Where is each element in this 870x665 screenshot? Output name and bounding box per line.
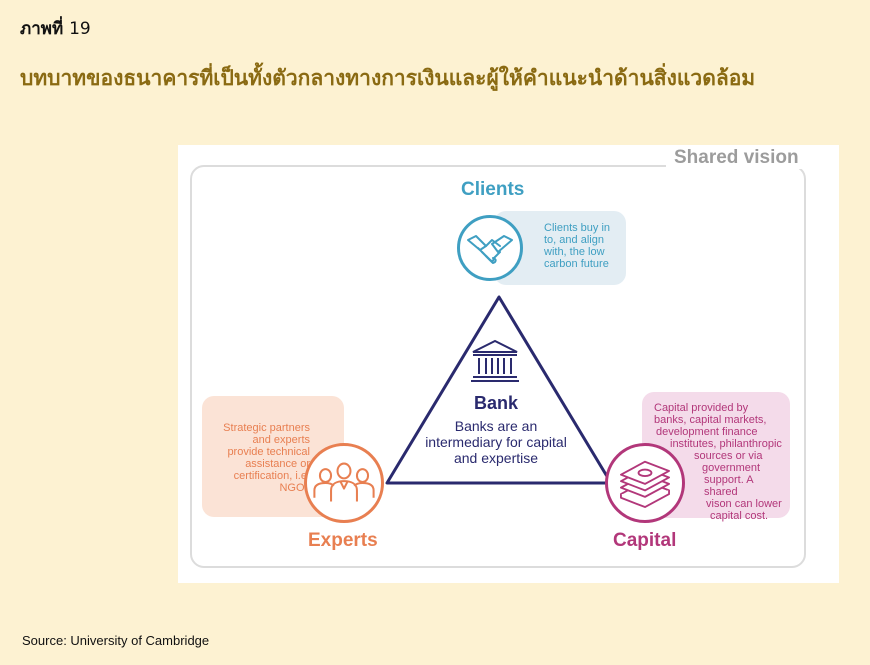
capital-note: Capital provided by banks, capital marke… [642, 392, 790, 522]
handshake-icon [467, 235, 513, 264]
bank-building-icon [471, 339, 519, 382]
figure-title: บทบาทของธนาคารที่เป็นทั้งตัวกลางทางการเง… [20, 66, 756, 90]
shared-vision-diagram: Shared vision Clients Clients buy in to,… [178, 145, 839, 583]
source-caption: Source: University of Cambridge [22, 633, 210, 648]
capital-icon-circle [605, 443, 685, 523]
shared-vision-frame [190, 165, 806, 568]
frame-label: Shared vision [666, 147, 807, 169]
experts-heading: Experts [308, 530, 378, 551]
capital-heading: Capital [613, 530, 677, 551]
money-stack-icon [620, 460, 670, 508]
bank-triangle [385, 295, 613, 485]
experts-icon-circle [304, 443, 384, 523]
clients-heading: Clients [461, 179, 525, 200]
figure-label: ภาพที่ 19 [20, 19, 91, 39]
clients-icon-circle [457, 215, 523, 281]
bank-heading: Bank [473, 393, 518, 413]
figure-number: 19 [69, 19, 91, 39]
bank-description: Banks are an intermediary for capital an… [425, 418, 567, 466]
people-group-icon [313, 462, 375, 502]
